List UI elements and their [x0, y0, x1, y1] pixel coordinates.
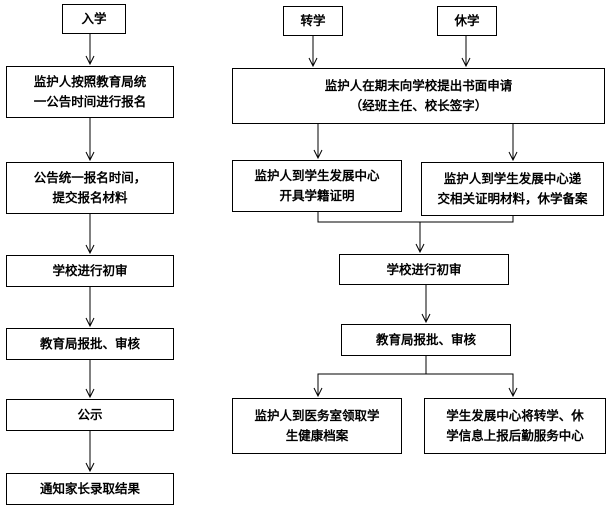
- arrow-approve-to-report: [426, 373, 513, 396]
- node-publicize: 公示: [6, 399, 174, 431]
- node-review-left: 学校进行初审: [6, 255, 174, 287]
- node-submit: 公告统一报名时间， 提交报名材料: [6, 162, 174, 214]
- node-apply: 监护人在期末向学校提出书面申请 （经班主任、校长签字）: [232, 68, 605, 124]
- node-review-right: 学校进行初审: [339, 254, 509, 285]
- node-approve-right: 教育局报批、审核: [341, 324, 511, 356]
- node-register: 监护人按照教育局统 一公告时间进行报名: [6, 66, 174, 118]
- node-suspend: 休学: [437, 6, 497, 36]
- node-transfer: 转学: [283, 6, 343, 36]
- node-cert: 监护人到学生发展中心 开具学籍证明: [232, 160, 402, 212]
- node-health: 监护人到医务室领取学 生健康档案: [232, 398, 402, 454]
- arrow-submit-docs-to-review: [420, 216, 514, 223]
- node-approve-left: 教育局报批、审核: [6, 328, 174, 360]
- node-notify: 通知家长录取结果: [6, 473, 174, 505]
- arrow-approve-to-health: [318, 356, 427, 396]
- node-enroll: 入学: [62, 4, 126, 34]
- node-report: 学生发展中心将转学、休 学信息上报后勤服务中心: [424, 398, 606, 454]
- node-submit-docs: 监护人到学生发展中心递 交相关证明材料，休学备案: [421, 162, 604, 216]
- arrow-cert-to-review: [317, 212, 420, 252]
